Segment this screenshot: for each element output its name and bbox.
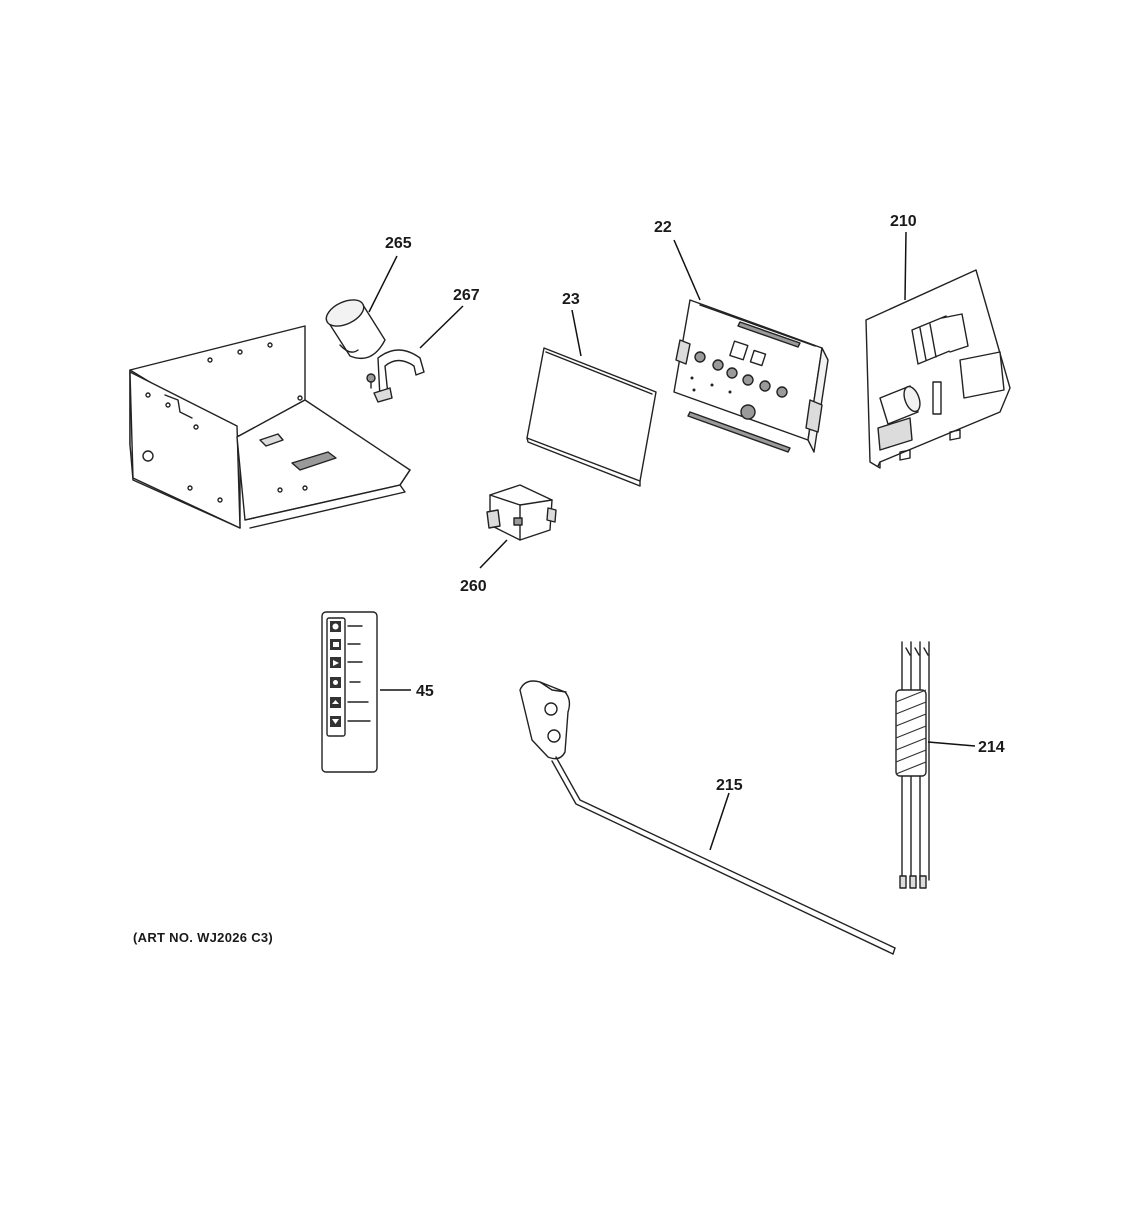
callout-labels: 265 267 23 22 210 260 45 215 214 [385,213,1005,794]
callout-210: 210 [890,213,917,230]
remote-control [321,611,378,773]
control-box-bracket [129,325,411,529]
capacitor-strap [366,349,425,403]
callout-214: 214 [978,739,1005,756]
callout-215: 215 [716,777,743,794]
callout-23: 23 [562,291,580,308]
art-number: (ART NO. WJ2026 C3) [133,930,274,945]
callout-265: 265 [385,235,412,252]
control-housing [673,299,829,453]
transformer [486,484,557,541]
capacitor [325,299,386,360]
thermistor-sensor [519,680,896,955]
wire-harness [895,641,930,889]
callout-22: 22 [654,219,672,236]
callout-267: 267 [453,287,480,304]
leader-lines [368,231,976,851]
callout-260: 260 [460,578,487,595]
control-overlay-panel [526,347,657,487]
callout-45: 45 [416,683,434,700]
main-control-board [865,269,1011,469]
